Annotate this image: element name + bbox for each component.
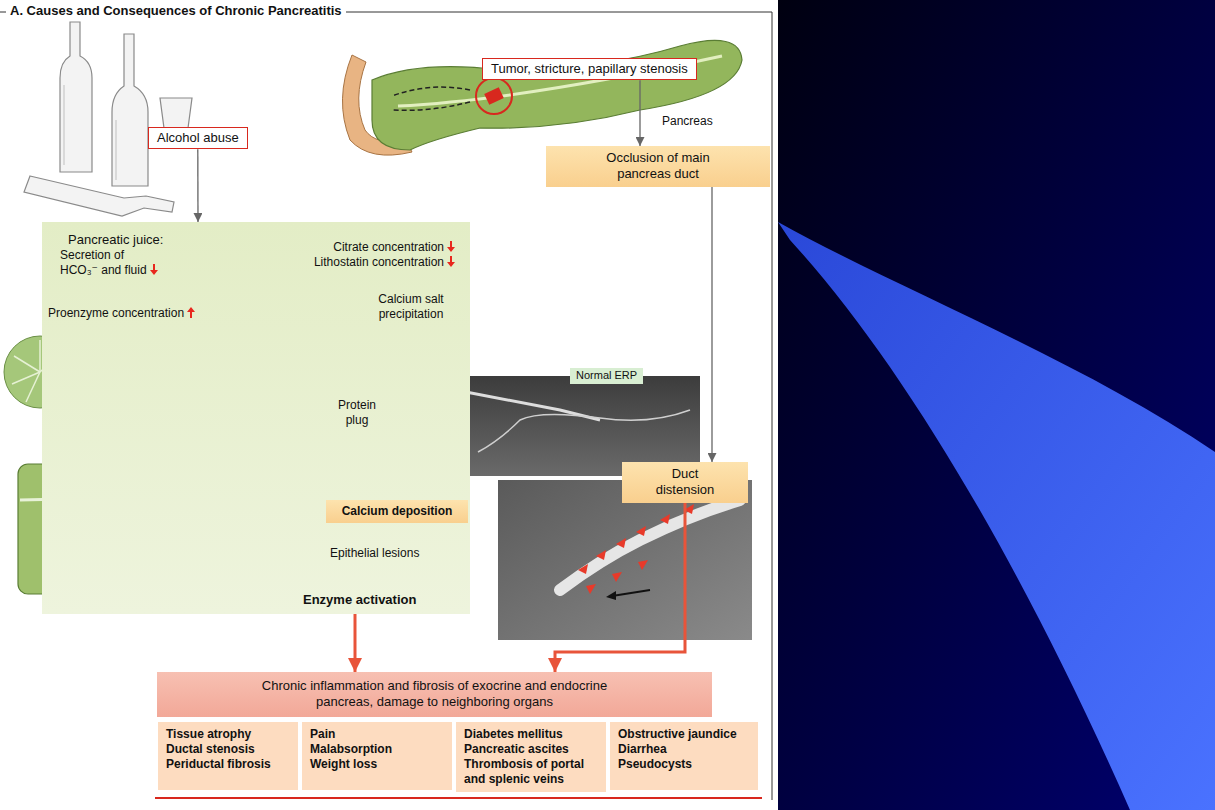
process-box: Calcium deposition bbox=[326, 500, 468, 523]
flow-arrow bbox=[711, 187, 712, 463]
node-text: Secretion of HCO₃⁻ and fluid bbox=[60, 248, 147, 277]
node-text: Obstructive jaundice bbox=[618, 727, 737, 741]
node-text: Diarrhea bbox=[618, 742, 667, 756]
process-text: Epithelial lesions bbox=[330, 546, 419, 561]
text-line: Thrombosis of portal and splenic veins bbox=[464, 757, 598, 787]
consequence-box: Tissue atrophyDuctal stenosisPeriductal … bbox=[158, 722, 298, 790]
node-text: Weight loss bbox=[310, 757, 377, 771]
frame-line bbox=[155, 797, 762, 799]
node-text: Epithelial lesions bbox=[330, 546, 419, 560]
node-text: Pancreatic juice: bbox=[68, 232, 163, 247]
flow-arrow bbox=[639, 80, 640, 146]
node-text: Calcium salt precipitation bbox=[378, 292, 443, 321]
juice-panel: Pancreatic juice:Secretion of HCO₃⁻ and … bbox=[42, 222, 470, 614]
node-text: Malabsorption bbox=[310, 742, 392, 756]
text-line: Protein plug bbox=[330, 398, 384, 428]
node-text: Protein plug bbox=[338, 398, 376, 427]
xray-image bbox=[498, 480, 752, 640]
text-line: Duct distension bbox=[645, 466, 725, 499]
pancreas-drawing bbox=[342, 40, 742, 155]
node-text: Diabetes mellitus bbox=[464, 727, 563, 741]
node-text: Enzyme activation bbox=[303, 592, 416, 607]
text-line: Pseudocysts bbox=[618, 757, 750, 772]
text-line: Malabsorption bbox=[310, 742, 444, 757]
node-text: Thrombosis of portal and splenic veins bbox=[464, 757, 584, 786]
node-text: Pain bbox=[310, 727, 335, 741]
text-line: Secretion of HCO₃⁻ and fluid bbox=[60, 248, 158, 278]
text-line: Periductal fibrosis bbox=[166, 757, 290, 772]
text-line: Chronic inflammation and fibrosis of exo… bbox=[255, 678, 615, 711]
text-line: Proenzyme concentration bbox=[48, 306, 195, 321]
process-text: Calcium salt precipitation bbox=[370, 292, 452, 322]
factor-text: Citrate concentrationLithostatin concent… bbox=[280, 240, 455, 270]
cause-box: Tumor, stricture, papillary stenosis bbox=[482, 58, 697, 80]
consequence-box: Diabetes mellitusPancreatic ascitesThrom… bbox=[456, 722, 606, 792]
node-text: Proenzyme concentration bbox=[48, 306, 184, 320]
text-line: Pancreatic ascites bbox=[464, 742, 598, 757]
bottles-drawing bbox=[24, 22, 192, 216]
flow-arrow bbox=[555, 503, 685, 673]
consequence-box: Obstructive jaundiceDiarrheaPseudocysts bbox=[610, 722, 758, 790]
node-text: Occlusion of main pancreas duct bbox=[606, 150, 709, 181]
text-line: Ductal stenosis bbox=[166, 742, 290, 757]
text-line: Calcium deposition bbox=[332, 504, 462, 519]
node-text: Tumor, stricture, papillary stenosis bbox=[491, 61, 688, 76]
red-arrow-symbol bbox=[187, 307, 195, 318]
process-text: Protein plug bbox=[330, 398, 384, 428]
part-label: Pancreas bbox=[662, 114, 713, 128]
text-line: Lithostatin concentration bbox=[280, 255, 455, 270]
figure-title: A. Causes and Consequences of Chronic Pa… bbox=[6, 3, 346, 18]
text-line: Diarrhea bbox=[618, 742, 750, 757]
frame-line bbox=[772, 12, 773, 800]
node-text: Pseudocysts bbox=[618, 757, 692, 771]
text-line: Obstructive jaundice bbox=[618, 727, 750, 742]
node-text: Duct distension bbox=[656, 466, 715, 497]
text-line: Tissue atrophy bbox=[166, 727, 290, 742]
node-text: Ductal stenosis bbox=[166, 742, 255, 756]
node-text: Chronic inflammation and fibrosis of exo… bbox=[262, 678, 607, 709]
factor-text: Proenzyme concentration bbox=[48, 306, 195, 321]
text-line: Weight loss bbox=[310, 757, 444, 772]
text-line: Normal ERP bbox=[576, 369, 637, 383]
red-arrow-symbol bbox=[150, 264, 158, 275]
cause-box: Alcohol abuse bbox=[148, 127, 248, 149]
flow-arrow bbox=[354, 608, 357, 672]
text-line: Citrate concentration bbox=[280, 240, 455, 255]
node-text: Lithostatin concentration bbox=[314, 255, 444, 269]
slide-background bbox=[778, 0, 1215, 810]
text-line: Pain bbox=[310, 727, 444, 742]
xray-image bbox=[466, 376, 700, 476]
node-text: Tissue atrophy bbox=[166, 727, 251, 741]
text-line: Calcium salt precipitation bbox=[370, 292, 452, 322]
outcome-box: Chronic inflammation and fibrosis of exo… bbox=[157, 672, 712, 717]
text-line: Tumor, stricture, papillary stenosis bbox=[491, 61, 688, 77]
node-text: Alcohol abuse bbox=[157, 130, 239, 145]
flow-arrow bbox=[197, 149, 198, 222]
red-arrow-symbol bbox=[447, 256, 455, 267]
text-line: Epithelial lesions bbox=[330, 546, 419, 561]
text-line: Enzyme activation bbox=[303, 592, 416, 608]
image-caption-box: Normal ERP bbox=[570, 368, 643, 384]
red-arrow-symbol bbox=[447, 241, 455, 252]
text-line: Diabetes mellitus bbox=[464, 727, 598, 742]
blue-swoosh bbox=[778, 222, 1215, 810]
factor-text: Secretion of HCO₃⁻ and fluid bbox=[60, 248, 158, 278]
node-text: Pancreatic ascites bbox=[464, 742, 569, 756]
consequence-box: PainMalabsorptionWeight loss bbox=[302, 722, 452, 790]
node-text: Citrate concentration bbox=[333, 240, 444, 254]
text-line: Occlusion of main pancreas duct bbox=[593, 150, 723, 183]
text-line: Alcohol abuse bbox=[157, 130, 239, 146]
process-box: Duct distension bbox=[622, 462, 748, 503]
node-text: Periductal fibrosis bbox=[166, 757, 271, 771]
node-text: Calcium deposition bbox=[342, 504, 453, 518]
process-box: Occlusion of main pancreas duct bbox=[546, 146, 770, 187]
node-text: Normal ERP bbox=[576, 369, 637, 381]
process-text: Enzyme activation bbox=[303, 592, 416, 608]
